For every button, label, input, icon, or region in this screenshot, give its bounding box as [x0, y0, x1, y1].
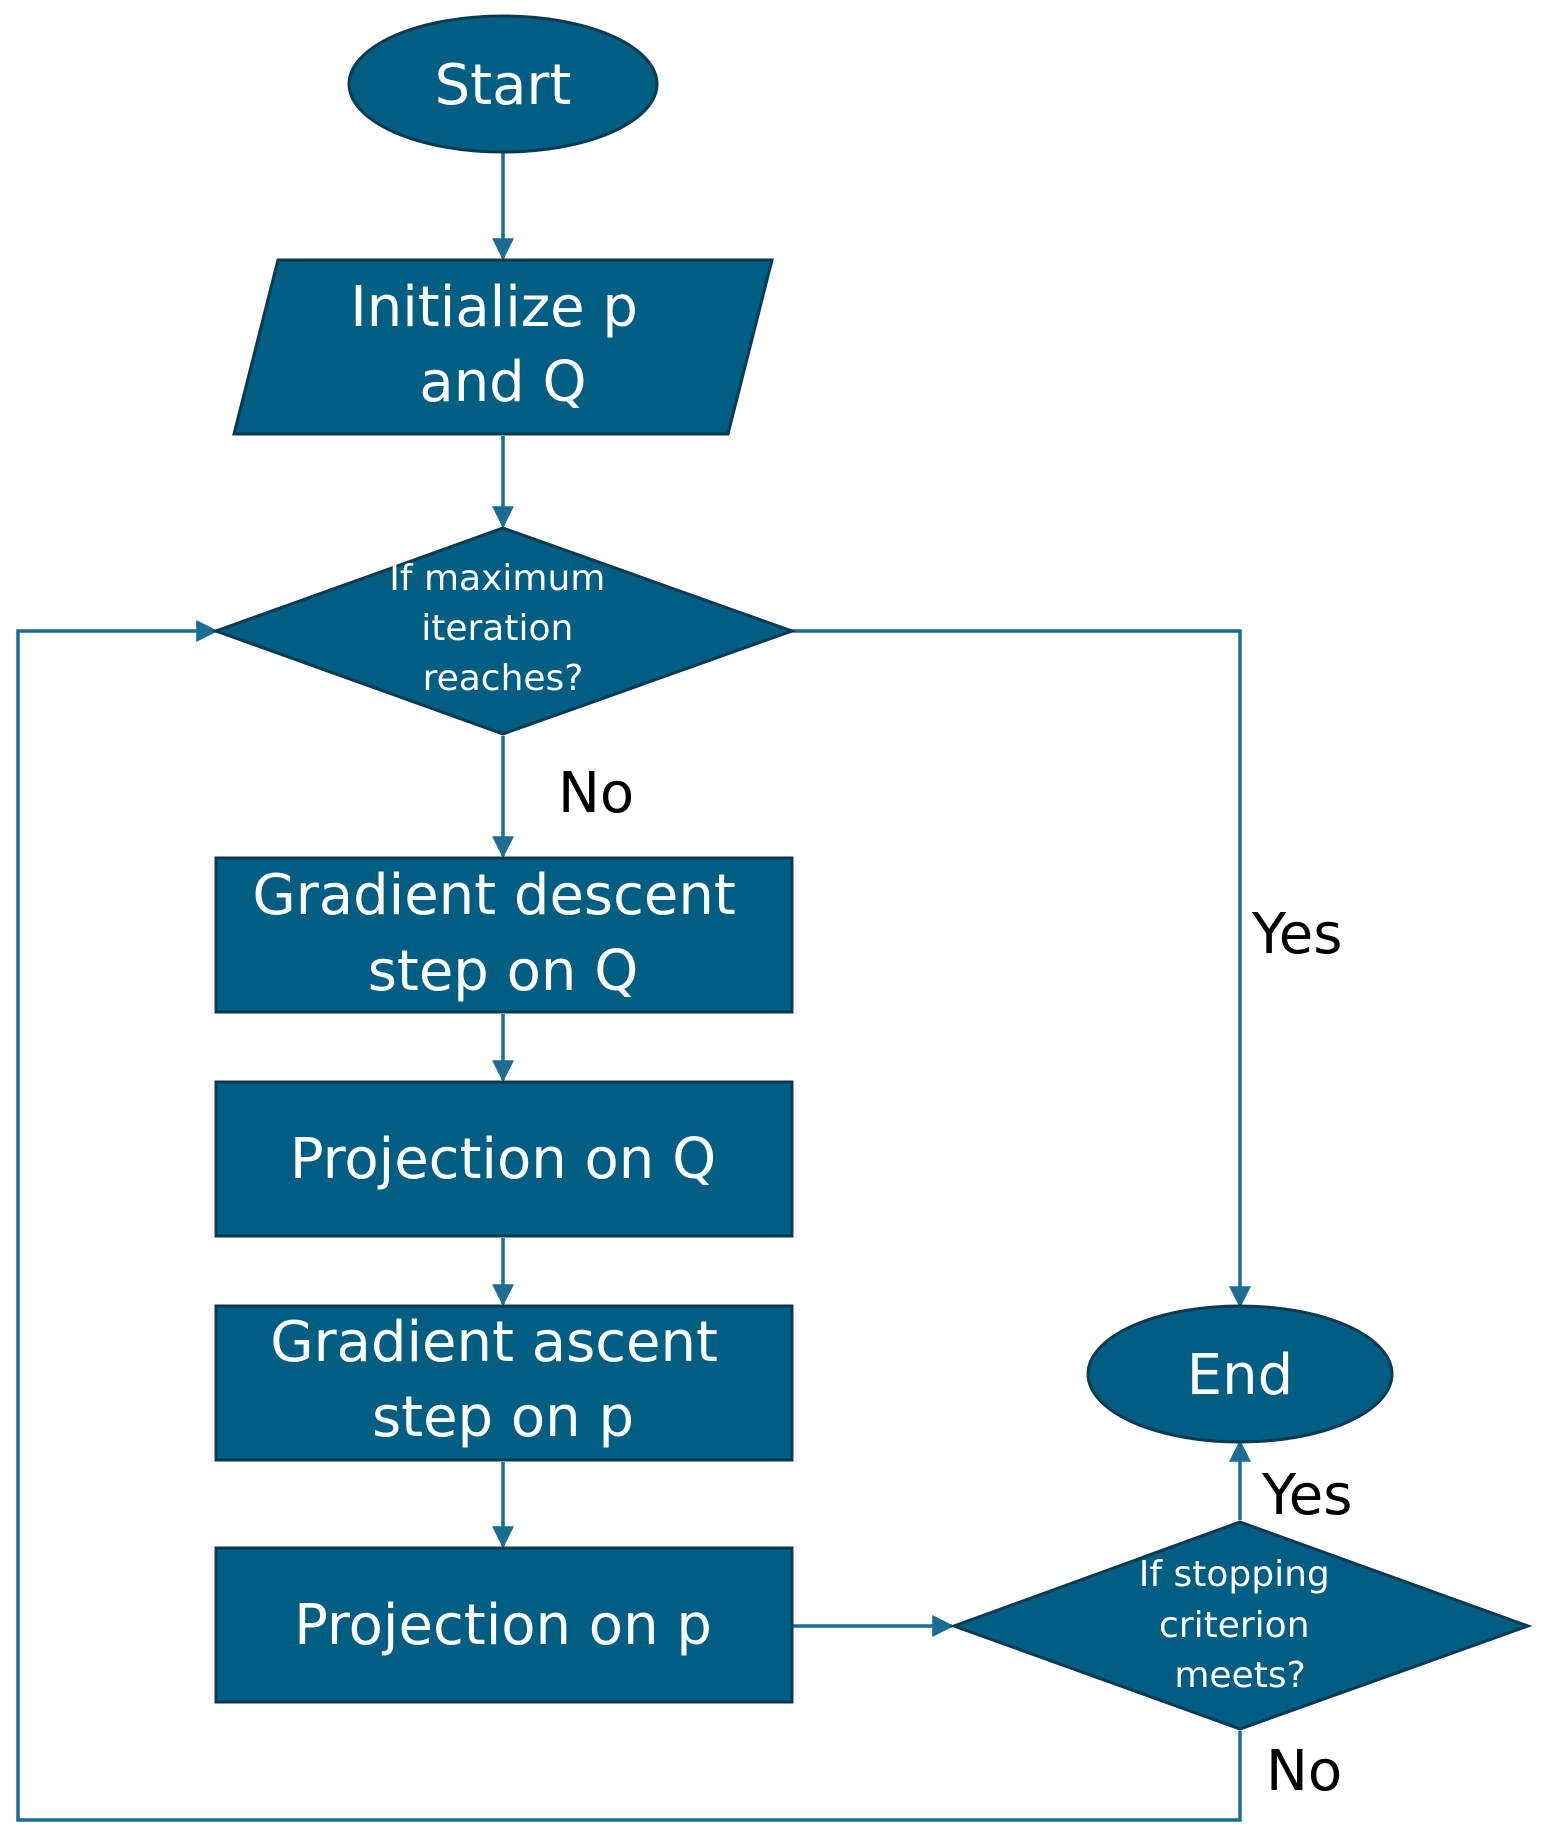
grad-descent-line-2: step on Q — [368, 939, 639, 1004]
label-stop-yes: Yes — [1261, 1463, 1352, 1528]
initialize-text: Initialize p and Q — [350, 275, 656, 415]
stop-diamond — [949, 1520, 1533, 1731]
proj-q-node: Projection on Q — [214, 1080, 794, 1238]
start-line-1: Start — [435, 53, 572, 118]
max-iter-line-1: If maximum — [389, 558, 605, 599]
proj-q-text: Projection on Q — [290, 1127, 716, 1192]
start-terminator — [347, 14, 659, 154]
max-iter-decision-node: If maximum iteration reaches? — [211, 526, 797, 736]
start-text: Start — [435, 53, 572, 118]
end-terminator — [1086, 1304, 1394, 1444]
proj-p-node: Projection on p — [214, 1546, 794, 1704]
grad-ascent-box — [214, 1304, 794, 1462]
grad-ascent-node: Gradient ascent step on p — [214, 1304, 794, 1462]
initialize-line-1: Initialize p — [350, 275, 638, 340]
max-iter-text: If maximum iteration reaches? — [389, 558, 617, 699]
grad-descent-node: Gradient descent step on Q — [214, 856, 794, 1014]
stop-text: If stopping criterion meets? — [1139, 1554, 1341, 1696]
end-node: End — [1086, 1304, 1394, 1444]
max-iter-diamond — [211, 526, 797, 736]
grad-ascent-line-1: Gradient ascent — [270, 1310, 718, 1375]
stop-line-3: meets? — [1174, 1655, 1305, 1696]
edge-stop-decision-no-loop — [16, 620, 1242, 1822]
max-iter-line-3: reaches? — [423, 658, 584, 699]
initialize-line-2: and Q — [419, 350, 586, 415]
initialize-parallelogram — [232, 258, 774, 436]
label-max-iter-yes: Yes — [1251, 902, 1342, 967]
proj-p-line-1: Projection on p — [294, 1593, 712, 1658]
stop-line-1: If stopping — [1139, 1554, 1330, 1595]
proj-q-box — [214, 1080, 794, 1238]
max-iter-line-2: iteration — [421, 608, 573, 649]
grad-descent-line-1: Gradient descent — [252, 863, 735, 928]
label-max-iter-no: No — [558, 761, 634, 826]
stop-decision-node: If stopping criterion meets? — [949, 1520, 1533, 1731]
nodes: Start Initialize p and Q If maximum iter… — [211, 14, 1533, 1731]
start-node: Start — [347, 14, 659, 154]
edge-max-iter-yes-to-end — [792, 629, 1251, 1309]
proj-p-box — [214, 1546, 794, 1704]
grad-descent-box — [214, 856, 794, 1014]
grad-descent-text: Gradient descent step on Q — [252, 863, 753, 1004]
end-line-1: End — [1187, 1343, 1293, 1408]
grad-ascent-line-2: step on p — [372, 1385, 634, 1450]
grad-ascent-text: Gradient ascent step on p — [270, 1310, 736, 1450]
stop-line-2: criterion — [1159, 1605, 1310, 1646]
proj-q-line-1: Projection on Q — [290, 1127, 716, 1192]
end-text: End — [1187, 1343, 1293, 1408]
proj-p-text: Projection on p — [294, 1593, 712, 1658]
edge-labels: No Yes Yes No — [558, 761, 1352, 1804]
edges — [16, 152, 1251, 1822]
label-stop-no: No — [1266, 1739, 1342, 1804]
initialize-node: Initialize p and Q — [232, 258, 774, 436]
